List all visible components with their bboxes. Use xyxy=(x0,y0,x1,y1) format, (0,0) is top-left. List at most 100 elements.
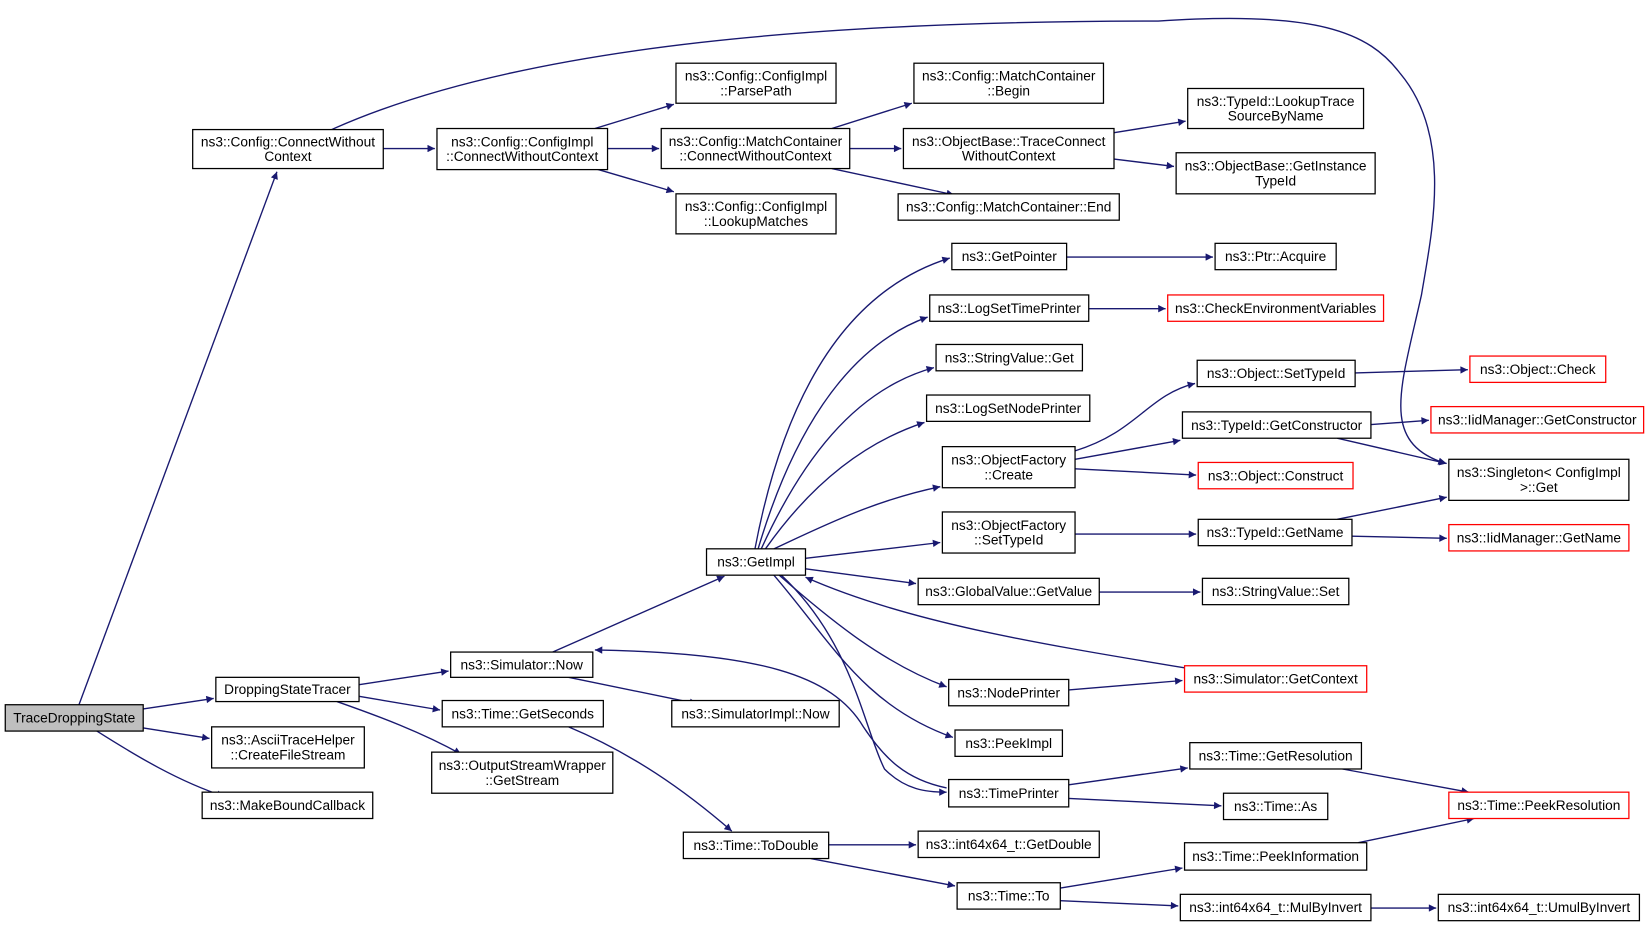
node-string_value_get[interactable]: ns3::StringValue::Get xyxy=(935,343,1084,372)
node-label: ns3::StringValue::Set xyxy=(1212,584,1340,599)
node-label: ns3::LogSetNodePrinter xyxy=(935,401,1082,416)
edge-objectbase_trace_connect_without_context-to-typeid_lookup_trace_source_by_name xyxy=(1113,118,1186,134)
node-label: ns3::NodePrinter xyxy=(957,685,1060,700)
node-time_to_double[interactable]: ns3::Time::ToDouble xyxy=(682,831,830,860)
node-box xyxy=(902,127,1115,170)
node-configimpl_parse_path[interactable]: ns3::Config::ConfigImpl::ParsePath xyxy=(675,62,837,104)
node-box xyxy=(1214,242,1337,271)
node-box xyxy=(450,651,594,678)
node-box xyxy=(4,704,144,732)
edge-get_impl-to-global_value_get_value xyxy=(805,568,917,587)
edge-get_impl-to-log_set_node_printer xyxy=(764,421,925,550)
node-objectbase_trace_connect_without_context[interactable]: ns3::ObjectBase::TraceConnectWithoutCont… xyxy=(902,127,1115,170)
node-output_stream_wrapper_get_stream[interactable]: ns3::OutputStreamWrapper::GetStream xyxy=(431,751,614,794)
node-global_value_get_value[interactable]: ns3::GlobalValue::GetValue xyxy=(917,577,1100,606)
node-object_set_typeid[interactable]: ns3::Object::SetTypeId xyxy=(1196,359,1356,388)
node-time_as[interactable]: ns3::Time::As xyxy=(1222,792,1329,821)
edge-node_printer-to-simulator_get_context xyxy=(1068,677,1183,691)
node-configimpl_connect_without_context[interactable]: ns3::Config::ConfigImpl::ConnectWithoutC… xyxy=(436,127,609,171)
node-check_environment_variables[interactable]: ns3::CheckEnvironmentVariables xyxy=(1167,294,1385,322)
node-iid_manager_get_constructor[interactable]: ns3::IidManager::GetConstructor xyxy=(1430,405,1645,434)
edge-time_to-to-int64x64_mul_by_invert xyxy=(1060,899,1179,910)
edge-matchcontainer_connect_without_context-to-matchcontainer_end xyxy=(831,167,955,197)
node-time_get_seconds[interactable]: ns3::Time::GetSeconds xyxy=(441,699,604,728)
edge-get_impl-to-get_pointer xyxy=(754,256,950,549)
edge-object_factory_create-to-object_construct xyxy=(1075,468,1197,479)
node-simulator_impl_now[interactable]: ns3::SimulatorImpl::Now xyxy=(671,699,840,728)
node-object_construct[interactable]: ns3::Object::Construct xyxy=(1197,461,1354,490)
edge-time_get_seconds-to-time_to_double xyxy=(568,726,733,832)
node-int64x64_get_double[interactable]: ns3::int64x64_t::GetDouble xyxy=(917,830,1100,859)
edge-get_impl-to-peek_impl xyxy=(773,574,954,739)
node-node_printer[interactable]: ns3::NodePrinter xyxy=(948,678,1070,707)
node-label: ns3::TypeId::LookupTrace xyxy=(1197,94,1355,109)
node-box xyxy=(941,511,1076,554)
node-get_impl[interactable]: ns3::GetImpl xyxy=(705,548,807,576)
node-label: ns3::Time::As xyxy=(1234,799,1317,814)
node-box xyxy=(1189,742,1363,770)
node-config_connect_without_context[interactable]: ns3::Config::ConnectWithoutContext xyxy=(192,128,384,170)
node-ptr_acquire[interactable]: ns3::Ptr::Acquire xyxy=(1214,242,1337,271)
node-simulator_get_context[interactable]: ns3::Simulator::GetContext xyxy=(1183,665,1368,693)
node-label: ns3::OutputStreamWrapper xyxy=(439,758,607,773)
node-make_bound_callback[interactable]: ns3::MakeBoundCallback xyxy=(201,791,374,820)
node-label: TypeId xyxy=(1255,173,1296,188)
edge-object_factory_create-to-typeid_get_constructor xyxy=(1074,438,1181,460)
node-time_peek_information[interactable]: ns3::Time::PeekInformation xyxy=(1183,842,1368,871)
node-box xyxy=(1222,792,1329,821)
node-time_peek_resolution[interactable]: ns3::Time::PeekResolution xyxy=(1448,791,1630,820)
node-box xyxy=(897,193,1120,221)
edge-get_impl-to-string_value_get xyxy=(760,366,935,550)
node-label: ::CreateFileStream xyxy=(231,748,346,763)
node-label: ns3::ObjectBase::GetInstance xyxy=(1185,159,1367,174)
node-log_set_node_printer[interactable]: ns3::LogSetNodePrinter xyxy=(925,394,1091,422)
node-matchcontainer_end[interactable]: ns3::Config::MatchContainer::End xyxy=(897,193,1120,221)
node-trace_dropping_state[interactable]: TraceDroppingState xyxy=(4,704,144,732)
node-box xyxy=(1448,791,1630,820)
node-box xyxy=(1448,458,1630,502)
edge-trace_dropping_state-to-ascii_trace_helper_create_file_stream xyxy=(143,727,210,741)
node-ascii_trace_helper_create_file_stream[interactable]: ns3::AsciiTraceHelper::CreateFileStream xyxy=(211,726,365,769)
node-int64x64_mul_by_invert[interactable]: ns3::int64x64_t::MulByInvert xyxy=(1179,893,1372,922)
edge-typeid_get_name-to-singleton_configimpl_get xyxy=(1337,495,1447,521)
node-label: ::SetTypeId xyxy=(974,533,1043,548)
node-matchcontainer_connect_without_context[interactable]: ns3::Config::MatchContainer::ConnectWith… xyxy=(660,127,851,170)
node-label: ns3::AsciiTraceHelper xyxy=(221,733,355,748)
node-log_set_time_printer[interactable]: ns3::LogSetTimePrinter xyxy=(929,294,1090,322)
node-box xyxy=(1469,355,1607,384)
edge-time_to_double-to-time_to xyxy=(810,857,956,889)
node-label: ns3::Config::ConfigImpl xyxy=(685,69,827,84)
node-box xyxy=(1437,893,1641,922)
node-label: ns3::Time::To xyxy=(968,889,1050,904)
node-iid_manager_get_name[interactable]: ns3::IidManager::GetName xyxy=(1448,523,1630,552)
node-typeid_get_name[interactable]: ns3::TypeId::GetName xyxy=(1197,518,1353,547)
edge-time_get_resolution-to-time_peek_resolution xyxy=(1342,768,1469,795)
node-get_pointer[interactable]: ns3::GetPointer xyxy=(951,242,1068,271)
node-label: ns3::ObjectFactory xyxy=(951,453,1066,468)
node-label: ::GetStream xyxy=(485,773,559,788)
node-typeid_get_constructor[interactable]: ns3::TypeId::GetConstructor xyxy=(1181,411,1372,439)
edge-simulator_now-to-simulator_impl_now xyxy=(568,676,698,706)
node-dropping_state_tracer[interactable]: DroppingStateTracer xyxy=(215,676,360,703)
node-time_printer[interactable]: ns3::TimePrinter xyxy=(948,778,1070,808)
node-configimpl_lookup_matches[interactable]: ns3::Config::ConfigImpl::LookupMatches xyxy=(675,193,837,235)
node-object_factory_set_typeid[interactable]: ns3::ObjectFactory::SetTypeId xyxy=(941,511,1076,554)
node-matchcontainer_begin[interactable]: ns3::Config::MatchContainer::Begin xyxy=(913,62,1105,104)
node-singleton_configimpl_get[interactable]: ns3::Singleton< ConfigImpl>::Get xyxy=(1448,458,1630,502)
node-label: ns3::Config::MatchContainer xyxy=(669,134,843,149)
node-object_factory_create[interactable]: ns3::ObjectFactory::Create xyxy=(941,446,1076,489)
node-string_value_set[interactable]: ns3::StringValue::Set xyxy=(1201,577,1350,606)
node-object_check[interactable]: ns3::Object::Check xyxy=(1469,355,1607,384)
node-time_get_resolution[interactable]: ns3::Time::GetResolution xyxy=(1189,742,1363,770)
node-time_to[interactable]: ns3::Time::To xyxy=(956,882,1061,910)
node-box xyxy=(1183,665,1368,693)
node-int64x64_umul_by_invert[interactable]: ns3::int64x64_t::UmulByInvert xyxy=(1437,893,1641,922)
node-peek_impl[interactable]: ns3::PeekImpl xyxy=(954,729,1064,757)
node-box xyxy=(192,128,384,170)
node-simulator_now[interactable]: ns3::Simulator::Now xyxy=(450,651,594,678)
node-box xyxy=(1183,842,1368,871)
node-box xyxy=(705,548,807,576)
node-box xyxy=(1179,893,1372,922)
